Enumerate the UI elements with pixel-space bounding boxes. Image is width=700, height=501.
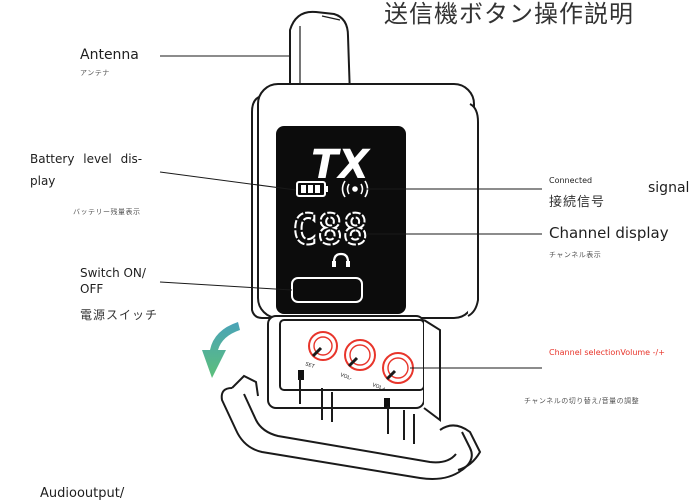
belt-clip (220, 374, 482, 480)
vol-plus-label: VOL+ (371, 382, 386, 393)
battery-label-line1: Battery level dis- (30, 152, 143, 166)
connected-label-jp: 接続信号 (549, 195, 606, 210)
set-button-label: SET (304, 361, 316, 370)
tab-left (298, 370, 304, 380)
channel-selection-label: Channel selectionVolume -/+ (549, 348, 665, 357)
antenna-label-jp: アンテナ (80, 69, 110, 77)
display-screen: TX C88 (276, 126, 406, 314)
power-switch (291, 277, 363, 303)
channel-selection-label-jp: チャンネルの切り替え/音量の調整 (524, 397, 640, 405)
antenna-label: Antenna (80, 47, 139, 63)
battery-icon (296, 181, 328, 197)
switch-label-jp: 電源スイッチ (80, 308, 159, 322)
battery-label-line2: play (30, 174, 56, 188)
headphone-icon (332, 252, 350, 267)
vol-plus-button[interactable] (382, 352, 414, 384)
connected-label: Connected (549, 176, 593, 185)
leader-lines (159, 55, 542, 369)
vol-minus-button[interactable] (344, 339, 376, 371)
channel-digits: C88 (292, 205, 368, 254)
switch-label-line1: Switch ON/ (80, 266, 146, 280)
vol-minus-label: VOL- (339, 372, 352, 382)
tab-right (384, 398, 390, 408)
signal-label: signal (648, 180, 690, 196)
battery-label-jp: バッテリー残量表示 (73, 208, 141, 216)
audio-output-label: Audiooutput/ (40, 486, 125, 501)
set-button[interactable] (308, 331, 338, 361)
channel-display-label: Channel display (549, 224, 669, 242)
switch-label-line2: OFF (80, 282, 104, 296)
diagram-title: 送信機ボタン操作説明 (384, 0, 634, 28)
screen-tx-text: TX (311, 142, 371, 188)
rotation-arrow-icon (202, 322, 240, 378)
antenna (289, 10, 352, 97)
signal-icon (341, 180, 369, 198)
channel-display-label-jp: チャンネル表示 (549, 251, 602, 259)
